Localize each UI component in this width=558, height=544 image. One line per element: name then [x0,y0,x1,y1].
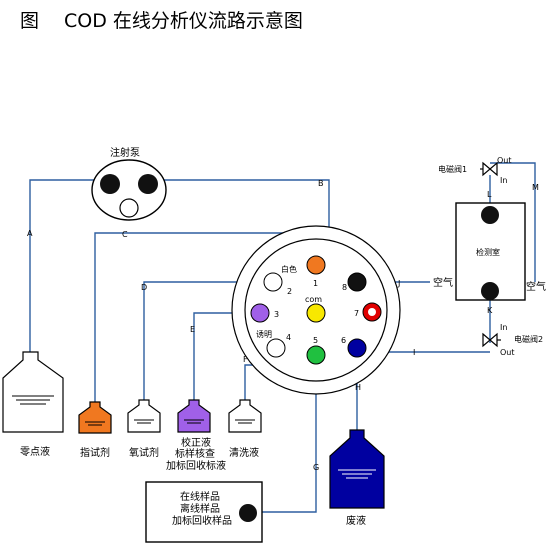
sample-box: 在线样品 离线样品 加标回收样品 [145,481,263,543]
line-letter-i: I [413,348,415,357]
valve-port-1-label: 1 [313,279,318,288]
valve-port-4 [266,338,286,358]
valve-port-8-label: 8 [342,283,347,292]
zero-bottle-label: 零点液 [20,445,50,458]
valve-com-label: com [305,295,322,304]
valve-port-7-label: 7 [354,309,359,318]
line-letter-m: M [532,183,539,192]
cleaning-bottle-label: 清洗液 [229,446,259,459]
detection-chamber: 检测室 [455,202,526,301]
valve-port-5-label: 5 [313,336,318,345]
calibration-bottle: 校正液 标样核查 加标回收标液 [166,399,226,472]
line-letter-c: C [122,230,128,239]
calibration-bottle-label-2: 标样核查 [175,447,215,460]
pump-port-bottom-icon [119,198,139,218]
valve-port-5 [306,345,326,365]
pump-port-right-icon [138,174,158,194]
calibration-bottle-label-3: 加标回收标液 [166,459,226,472]
solenoid-valve-1-icon [482,161,498,177]
valve-port-6-label: 6 [341,336,346,345]
sample-box-line-1: 在线样品 [180,490,220,503]
zero-solution-bottle: 零点液 [2,351,64,458]
solenoid-valve-1-label: 电磁阀1 [438,164,467,174]
calibration-bottle-body [177,399,211,433]
valve-white-label: 白色 [281,264,297,274]
valve-wash-label: 诱明 [256,329,272,339]
pump-port-left-icon [100,174,120,194]
air-label-right: 空气 [526,280,546,293]
line-letter-h: H [355,383,361,392]
syringe-pump: 注射泵 [91,146,167,221]
solenoid-valve-2-out: Out [500,348,515,357]
line-letter-g: G [313,463,319,472]
zero-bottle-body [2,351,64,433]
pump-label: 注射泵 [110,146,140,159]
waste-bottle: 废液 [329,429,385,527]
pipe-g [262,355,317,513]
figure-title: COD 在线分析仪流路示意图 [64,10,303,32]
valve-port-3-label: 3 [274,310,279,319]
chamber-bottom-port-icon [481,282,499,300]
solenoid-valve-2-in: In [500,323,507,332]
figure-label: 图 [20,10,39,32]
line-letter-f: F [243,355,248,364]
oxidant-bottle-label: 氧试剂 [129,446,159,459]
chamber-label: 检测室 [476,247,500,257]
valve-port-6 [347,338,367,358]
indicator-bottle-label: 指试剂 [80,446,110,459]
waste-bottle-body [329,429,385,509]
pipe-a [29,179,96,352]
valve-port-3 [250,303,270,323]
chamber-top-port-icon [481,206,499,224]
oxidant-bottle-body [127,399,161,433]
solenoid-valve-1-out: Out [497,156,512,165]
cleaning-bottle: 清洗液 [228,399,262,459]
waste-bottle-label: 废液 [346,514,366,527]
line-letter-e: E [190,325,195,334]
line-letters: A B C D E F G H I J K L M [27,179,539,472]
pipe-m [490,162,536,282]
line-letter-j: J [397,279,400,288]
solenoid-valve-2: 电磁阀2 In Out [482,323,543,357]
valve-port-4-label: 4 [286,333,291,342]
rotary-valve: 1 2 白色 3 4 诱明 5 6 7 8 com [231,225,401,395]
cleaning-bottle-body [228,399,262,433]
oxidant-reagent-bottle: 氧试剂 [127,399,161,459]
sample-box-line-2: 离线样品 [180,502,220,515]
valve-port-1 [306,255,326,275]
line-letter-l: L [487,190,492,199]
sample-box-port-icon [239,504,257,522]
solenoid-valve-1-in: In [500,176,507,185]
valve-inner-ring [244,238,388,382]
calibration-bottle-label-1: 校正液 [181,436,211,449]
line-letter-d: D [141,283,147,292]
valve-port-2 [263,272,283,292]
line-letter-b: B [318,179,324,188]
air-label-left: 空气 [433,276,453,289]
sample-box-line-3: 加标回收样品 [172,514,232,527]
solenoid-valve-2-label: 电磁阀2 [514,334,543,344]
valve-port-7-core [368,308,376,316]
indicator-bottle-body [78,401,112,434]
pipe-d [143,281,273,400]
line-letter-a: A [27,229,33,238]
valve-com-port [306,303,326,323]
line-letter-k: K [487,306,493,315]
valve-port-8 [347,272,367,292]
solenoid-valve-1: 电磁阀1 Out In [438,156,512,185]
valve-port-2-label: 2 [287,287,292,296]
solenoid-valve-2-icon [482,332,498,348]
indicator-reagent-bottle: 指试剂 [78,401,112,459]
